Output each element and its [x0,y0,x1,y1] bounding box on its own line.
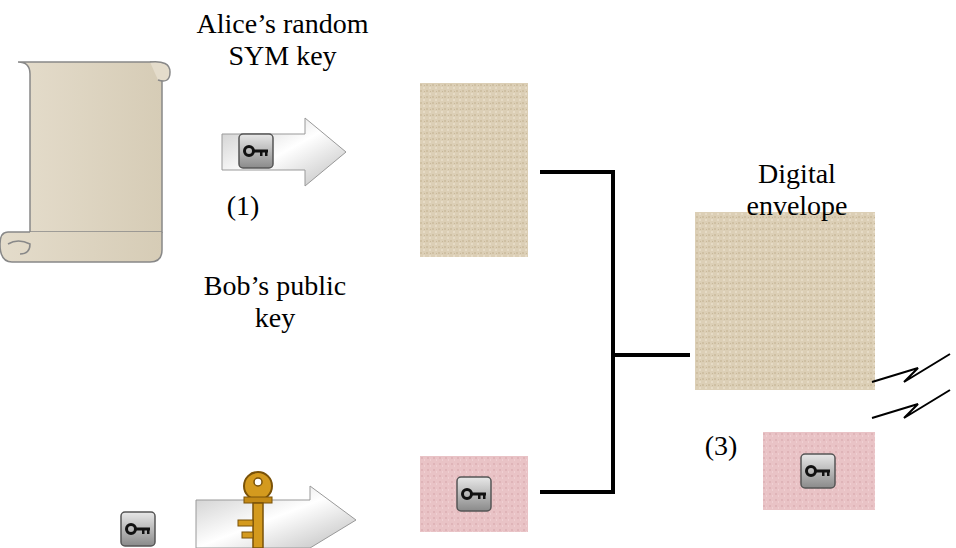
caption-label: Digital envelope [712,158,882,222]
sym-key-icon [121,512,155,546]
public-key-arrow [121,472,356,548]
public-key [238,472,272,548]
sym-key-icon [801,454,835,488]
caption-label: Alice’s random SYM key [180,8,385,72]
caption-label: Bob’s public key [200,270,350,334]
envelope-key [763,432,875,510]
sym-key-icon [457,477,491,511]
transmission-mark [872,354,950,418]
sym-key-icon [239,134,273,168]
callout-number: (3) [688,430,754,462]
message-scroll [0,62,170,262]
encrypt-arrow [222,118,346,186]
combine-bracket [540,172,690,492]
callout-number: (1) [210,190,276,222]
encrypted-message [420,83,528,257]
encrypted-key [420,456,528,532]
envelope-message [695,212,875,390]
